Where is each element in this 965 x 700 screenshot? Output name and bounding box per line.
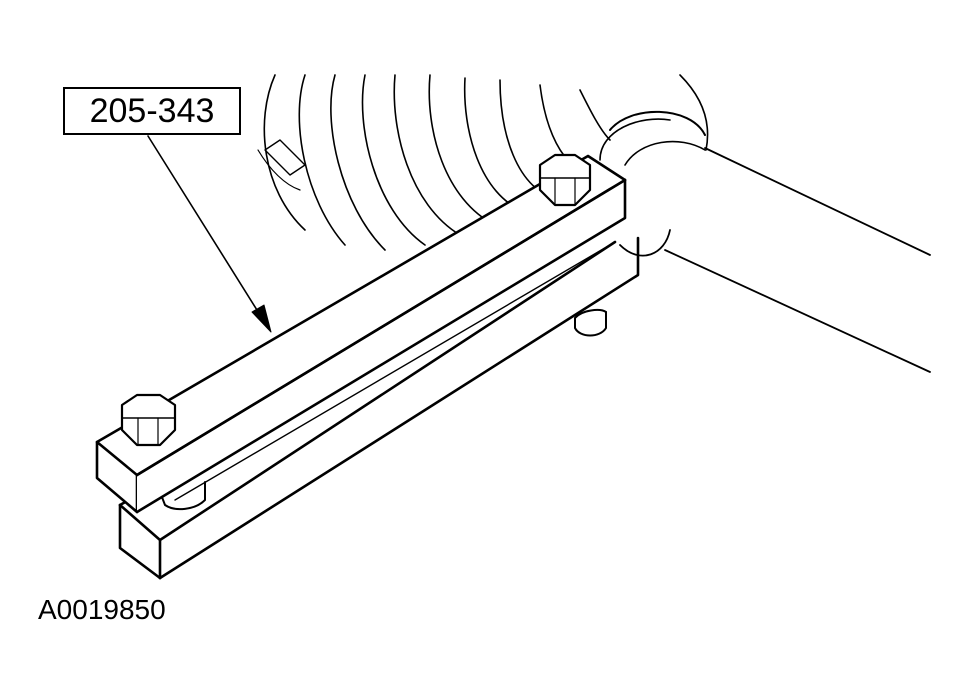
- tool-left-bolt: [120, 393, 177, 447]
- tie-rod-collar: [599, 110, 706, 257]
- tool-right-bolt: [538, 153, 592, 207]
- tool-lower-bolt-head: [159, 481, 206, 511]
- tool-number-callout: 205-343: [63, 87, 241, 135]
- figure-id-label: A0019850: [38, 594, 166, 625]
- lower-bolt-stub: [574, 309, 607, 337]
- boot-bellows: [257, 74, 709, 251]
- tool-upper-bar: [95, 154, 627, 514]
- callout-leader-arrow: [147, 135, 272, 333]
- tool-number-label: 205-343: [89, 91, 215, 130]
- tool-lower-bar: [118, 236, 640, 580]
- tie-rod-shaft: [664, 147, 931, 373]
